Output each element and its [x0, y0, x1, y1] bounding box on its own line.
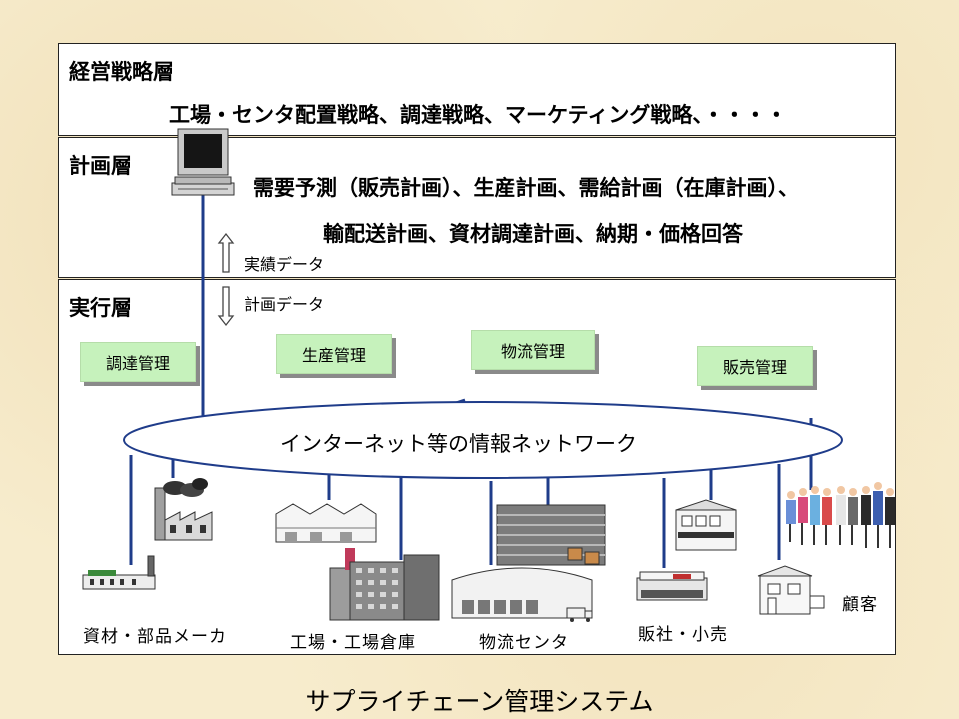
node-customer-label: 顧客: [842, 595, 878, 615]
distribution-racks-icon: [496, 504, 606, 566]
actual-data-label: 実績データ: [244, 255, 325, 274]
store-icon: [636, 571, 708, 601]
computer-icon: [171, 128, 235, 196]
factory-building-icon: [275, 503, 377, 543]
strategy-layer-title: 経営戦略層: [69, 60, 174, 84]
strategy-layer-panel: 経営戦略層 工場・センタ配置戦略、調達戦略、マーケティング戦略、・・・・: [58, 43, 896, 136]
function-sales: 販売管理: [697, 346, 813, 386]
node-factory-label: 工場・工場倉庫: [290, 633, 416, 653]
node-distribution-label: 物流センタ: [479, 633, 569, 653]
warehouse-icon: [329, 548, 440, 621]
planning-layer-panel: 計画層 需要予測（販売計画）、生産計画、需給計画（在庫計画）、 輸配送計画、資材…: [58, 137, 896, 278]
function-procurement: 調達管理: [80, 342, 196, 382]
function-logistics: 物流管理: [471, 330, 595, 370]
planning-layer-line2: 輸配送計画、資材調達計画、納期・価格回答: [323, 222, 743, 246]
strategy-layer-content: 工場・センタ配置戦略、調達戦略、マーケティング戦略、・・・・: [169, 103, 787, 127]
execution-layer-title: 実行層: [69, 296, 132, 320]
customers-icon: [786, 482, 895, 548]
plan-data-arrow: [217, 286, 235, 327]
diagram-title: サプライチェーン管理システム: [305, 687, 654, 716]
distribution-center-icon: [451, 567, 593, 619]
node-supplier-label: 資材・部品メーカ: [83, 627, 227, 647]
node-retail-label: 販社・小売: [638, 625, 728, 645]
factory-icon: [154, 478, 213, 541]
network-ellipse: [123, 401, 843, 479]
supplier-plant-icon: [82, 555, 156, 590]
truck-icon: [566, 607, 593, 622]
plan-data-label: 計画データ: [244, 295, 325, 314]
actual-data-arrow: [217, 232, 235, 273]
house-icon: [757, 565, 825, 615]
network-label: インターネット等の情報ネットワーク: [280, 432, 637, 456]
function-production: 生産管理: [276, 334, 392, 374]
planning-layer-title: 計画層: [69, 154, 132, 178]
planning-layer-line1: 需要予測（販売計画）、生産計画、需給計画（在庫計画）、: [253, 176, 799, 200]
retail-shop-icon: [675, 499, 737, 551]
